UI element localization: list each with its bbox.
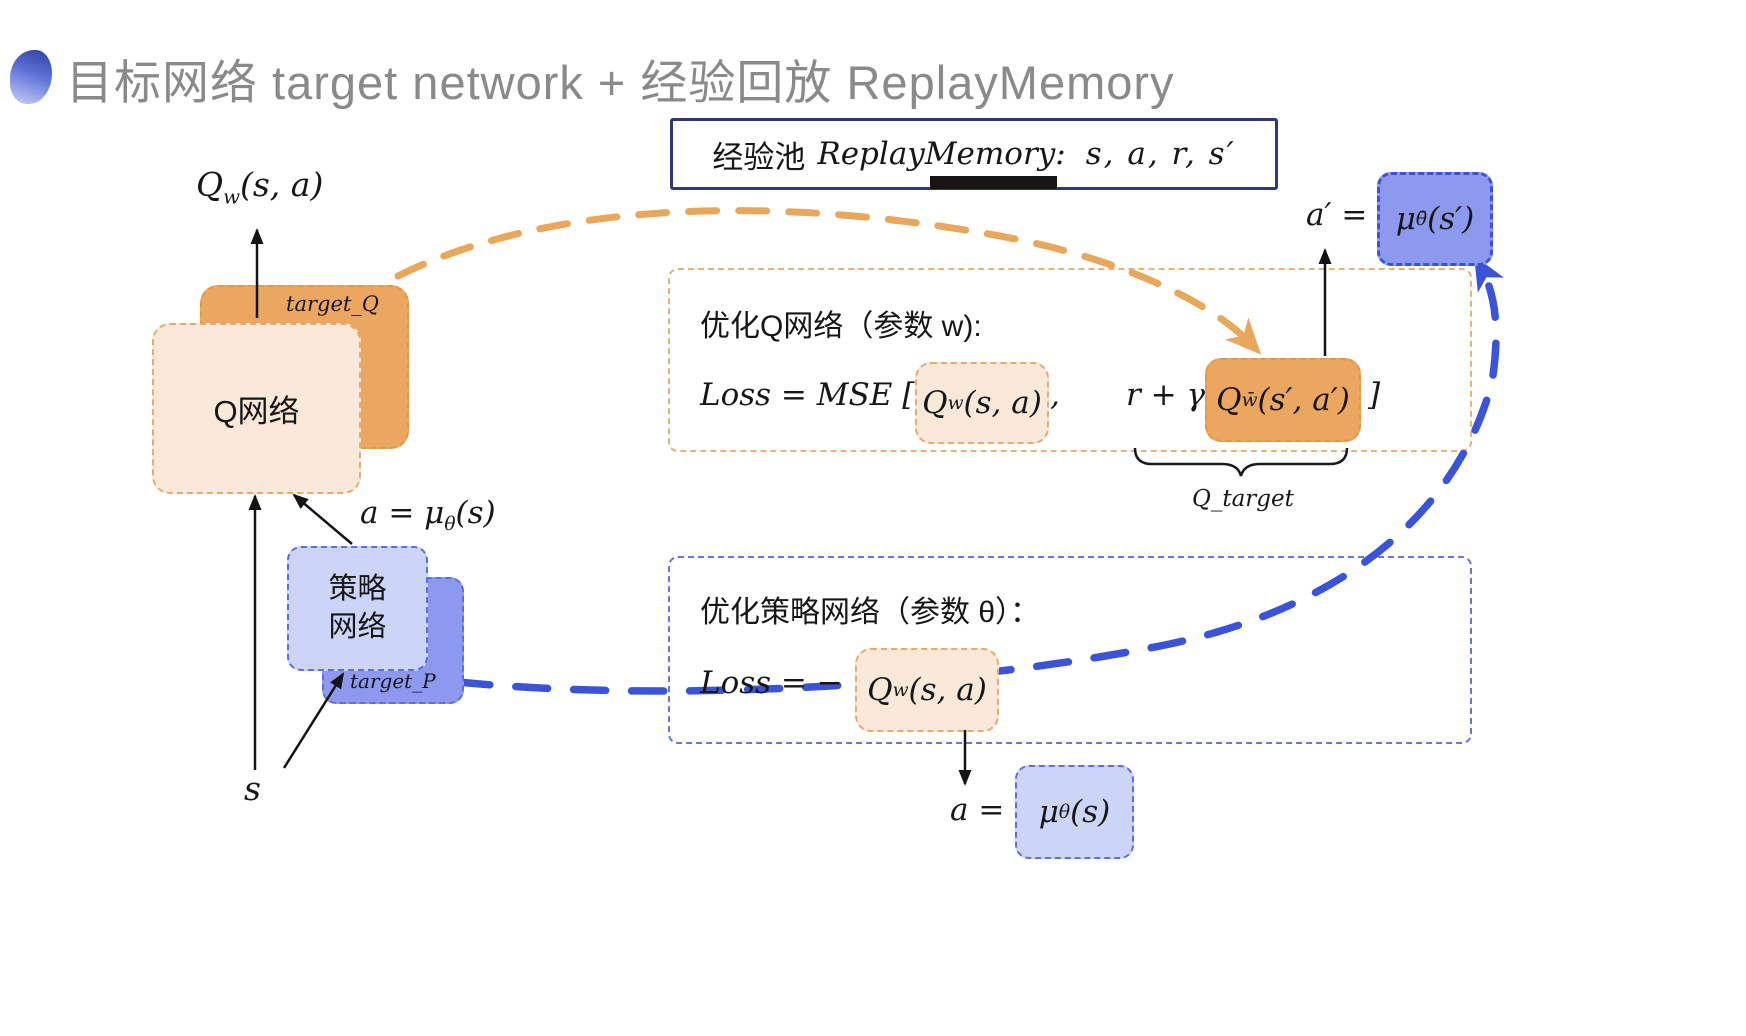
math-symbol: Q <box>1216 382 1242 418</box>
policy-network-box: 策略 网络 <box>287 546 428 671</box>
optimize-q-header: 优化Q网络（参数 w): <box>700 310 982 343</box>
state-label: s <box>244 769 261 808</box>
q-network-box: Q网络 <box>152 323 361 494</box>
math-args: (s) <box>455 495 496 531</box>
math-symbol: a = μ <box>360 495 445 531</box>
math-subscript: θ̄ <box>1415 208 1428 230</box>
math-args: (s, a) <box>240 165 324 204</box>
math-subscript: w̄ <box>1241 389 1258 411</box>
replay-name-label: ReplayMemory: <box>817 136 1066 172</box>
math-args: (s) <box>1070 794 1111 830</box>
title-bullet-icon <box>10 50 52 104</box>
math-args: (s′, a′) <box>1257 382 1350 418</box>
math-args: (s, a) <box>963 385 1042 421</box>
policy-network-label-line1: 策略 <box>328 572 387 605</box>
action-mid-label: a = μθ(s) <box>360 495 496 536</box>
math-symbol: Q <box>196 165 224 204</box>
replay-tuple-label: s, a, r, s′ <box>1085 136 1236 172</box>
optimize-policy-panel <box>668 556 1472 744</box>
math-args: (s′) <box>1427 201 1475 237</box>
target-q-label: target_Q <box>286 292 380 316</box>
bracket-close: ] <box>1368 377 1381 413</box>
optimize-policy-header: 优化策略网络（参数 θ）： <box>700 596 1041 629</box>
math-subscript: θ <box>1058 801 1071 823</box>
q-target-brace-label: Q_target <box>1192 486 1294 512</box>
policy-to-q-arrow <box>292 493 353 545</box>
math-symbol: Q <box>922 385 948 421</box>
loss-comma: , <box>1050 377 1060 413</box>
optimize-policy-loss-prefix: Loss = − <box>700 665 843 701</box>
math-subscript: w <box>223 185 240 209</box>
dark-bar <box>930 176 1057 189</box>
math-symbol: Q <box>867 672 893 708</box>
math-symbol: μ <box>1395 201 1416 237</box>
math-subscript: w <box>947 392 964 414</box>
math-args: (s, a) <box>908 672 987 708</box>
target-policy-label: target_P <box>350 669 436 693</box>
math-subscript: θ <box>444 514 456 536</box>
q-target-prefix: r + γ <box>1126 377 1206 413</box>
policy-network-label-line2: 网络 <box>328 610 387 643</box>
replay-prefix-label: 经验池 <box>712 139 806 175</box>
math-subscript: w <box>892 679 909 701</box>
next-action-label: a′ = <box>1306 197 1368 233</box>
action-output-label: a = <box>950 792 1005 828</box>
optimize-q-loss-prefix: Loss = MSE [ <box>700 377 915 413</box>
math-symbol: μ <box>1038 794 1059 830</box>
q-output-label: Qw(s, a) <box>196 166 323 209</box>
q-network-label: Q网络 <box>213 394 300 429</box>
page-title: 目标网络 target network + 经验回放 ReplayMemory <box>66 56 1175 109</box>
q-target-brace <box>1133 447 1349 477</box>
